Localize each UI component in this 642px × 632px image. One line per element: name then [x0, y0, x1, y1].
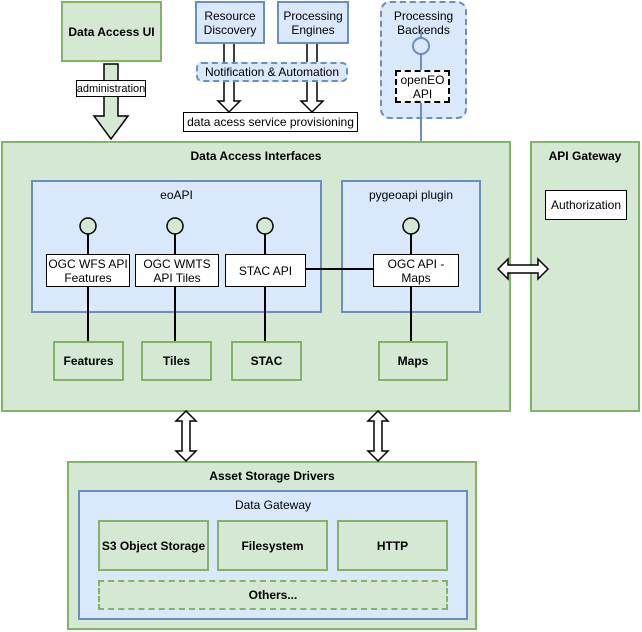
stac-label: STAC [250, 354, 283, 368]
interface-port-icon [166, 217, 184, 235]
tiles-box[interactable]: Tiles [141, 341, 212, 381]
tiles-label: Tiles [162, 354, 191, 368]
data-gateway-label: Data Gateway [234, 498, 312, 512]
ogc-wmts-label: OGC WMTS API Tiles [143, 256, 211, 285]
data-service-provisioning-box[interactable]: data acess service provisioning [183, 112, 358, 132]
features-box[interactable]: Features [53, 341, 124, 381]
eoapi-label: eoAPI [160, 188, 193, 202]
authorization-box[interactable]: Authorization [545, 190, 627, 220]
ogc-wfs-box[interactable]: OGC WFS API Features [46, 254, 130, 287]
processing-engines-box[interactable]: Processing Engines [277, 1, 349, 44]
backend-port-icon [412, 37, 430, 55]
data-access-ui-box[interactable]: Data Access UI [61, 1, 162, 62]
ogc-maps-box[interactable]: OGC API - Maps [373, 254, 459, 287]
filesystem-box[interactable]: Filesystem [217, 520, 328, 571]
api-gateway-label: API Gateway [548, 149, 622, 163]
maps-box[interactable]: Maps [378, 341, 448, 381]
openeo-api-box[interactable]: openEO API [395, 70, 450, 103]
data-access-ui-label: Data Access UI [68, 24, 155, 39]
storage-link-arrow-left [174, 409, 198, 463]
s3-storage-box[interactable]: S3 Object Storage [98, 520, 209, 571]
features-label: Features [63, 354, 114, 368]
others-label: Others... [248, 588, 298, 602]
authorization-label: Authorization [550, 198, 622, 212]
ogc-wmts-box[interactable]: OGC WMTS API Tiles [135, 254, 219, 287]
api-gateway-link-arrow [496, 257, 550, 281]
stac-api-box[interactable]: STAC API [225, 254, 306, 287]
stac-box[interactable]: STAC [231, 341, 302, 381]
filesystem-label: Filesystem [241, 538, 304, 553]
data-access-interfaces-label: Data Access Interfaces [190, 149, 322, 163]
api-gateway-container: API Gateway [530, 141, 640, 412]
processing-backends-label: Processing Backends [393, 9, 454, 37]
http-label: HTTP [376, 538, 409, 553]
resource-discovery-label: Resource Discovery [203, 8, 257, 37]
administration-label: administration [76, 82, 146, 95]
interface-port-icon [79, 217, 97, 235]
interface-port-icon [402, 217, 420, 235]
notification-automation-box[interactable]: Notification & Automation [196, 62, 348, 82]
data-service-provisioning-label: data acess service provisioning [187, 115, 354, 129]
ogc-wfs-label: OGC WFS API Features [48, 256, 128, 285]
interface-port-icon [256, 217, 274, 235]
s3-storage-label: S3 Object Storage [101, 538, 206, 553]
asset-storage-drivers-label: Asset Storage Drivers [209, 469, 335, 483]
maps-label: Maps [397, 354, 429, 368]
processing-engines-label: Processing Engines [283, 8, 343, 37]
administration-arrow [92, 63, 130, 141]
notification-automation-label: Notification & Automation [204, 65, 340, 79]
eoapi-container: eoAPI [31, 180, 322, 313]
others-box[interactable]: Others... [98, 580, 448, 610]
resource-discovery-box[interactable]: Resource Discovery [195, 1, 265, 44]
pygeoapi-plugin-label: pygeoapi plugin [368, 188, 454, 202]
administration-label-box: administration [76, 80, 146, 97]
http-box[interactable]: HTTP [337, 520, 448, 571]
stac-api-label: STAC API [238, 263, 293, 278]
storage-link-arrow-right [366, 409, 390, 463]
ogc-maps-label: OGC API - Maps [387, 256, 445, 285]
openeo-api-label: openEO API [400, 72, 445, 101]
